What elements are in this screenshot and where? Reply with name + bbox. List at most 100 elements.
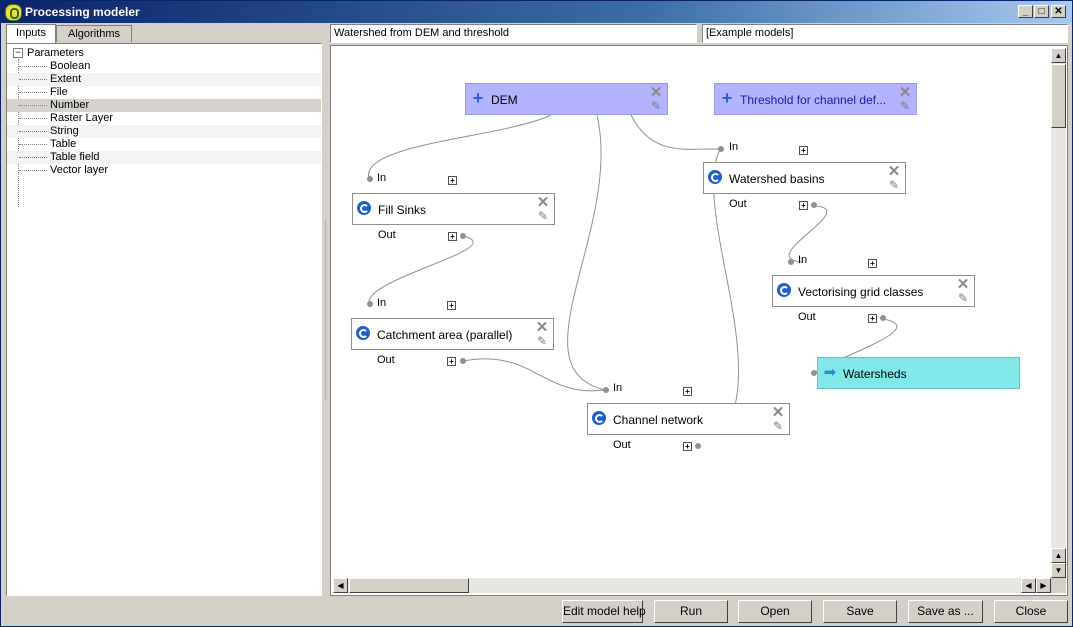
expand-inputs-icon[interactable]: + [868,259,877,268]
tab-algorithms[interactable]: Algorithms [56,25,132,42]
save-as-button[interactable]: Save as ... [908,600,983,623]
node-fill-sinks[interactable]: Fill Sinks ✕ ✎ [352,193,555,225]
node-label: Vectorising grid classes [798,285,924,299]
scroll-down-icon[interactable]: ▼ [1051,563,1066,578]
output-port-dot[interactable] [460,233,466,239]
scroll-right-icon[interactable]: ▶ [1036,578,1051,593]
remove-node-icon[interactable]: ✕ [535,319,549,336]
run-button[interactable]: Run [654,600,728,623]
node-threshold[interactable]: + Threshold for channel def... ✕ ✎ [714,83,917,115]
output-port-dot[interactable] [880,315,886,321]
expand-outputs-icon[interactable]: + [447,357,456,366]
tree-item-file[interactable]: File [50,86,68,98]
horizontal-scroll-thumb[interactable] [349,578,469,593]
edit-pencil-icon[interactable]: ✎ [888,178,900,192]
port-out-label: Out [613,439,631,451]
input-port-dot[interactable] [718,146,724,152]
maximize-button[interactable]: □ [1034,5,1049,18]
expand-outputs-icon[interactable]: + [683,442,692,451]
vertical-scrollbar[interactable]: ▲ ▲ ▼ [1051,48,1066,578]
open-button[interactable]: Open [738,600,812,623]
tab-inputs[interactable]: Inputs [6,24,56,43]
model-canvas[interactable]: + DEM ✕ ✎ + Threshold for channel def...… [333,48,1051,578]
close-window-button[interactable]: ✕ [1051,5,1066,18]
node-catchment-area[interactable]: Catchment area (parallel) ✕ ✎ [351,318,554,350]
save-button[interactable]: Save [823,600,897,623]
edit-pencil-icon[interactable]: ✎ [899,99,911,113]
port-in-label: In [729,141,739,153]
tree-root-label: Parameters [27,47,84,59]
edit-pencil-icon[interactable]: ✎ [536,334,548,348]
tree-item-string[interactable]: String [7,125,321,138]
tree-branch-line [19,157,47,158]
input-port-dot[interactable] [788,259,794,265]
tree-item-vector-layer[interactable]: Vector layer [50,164,109,176]
expand-inputs-icon[interactable]: + [447,301,456,310]
remove-node-icon[interactable]: ✕ [536,194,550,211]
expand-inputs-icon[interactable]: + [683,387,692,396]
remove-node-icon[interactable]: ✕ [649,84,663,101]
tree-branch-line [19,92,47,93]
scroll-up-icon[interactable]: ▲ [1051,48,1066,63]
expand-outputs-icon[interactable]: + [868,314,877,323]
tree-branch-line [19,105,47,106]
collapse-icon[interactable]: − [13,48,23,59]
tree-item-table[interactable]: Table [50,138,77,150]
node-watershed-basins[interactable]: Watershed basins ✕ ✎ [703,162,906,194]
output-port-dot[interactable] [695,443,701,449]
node-label: Channel network [613,413,704,427]
node-vectorising-grid-classes[interactable]: Vectorising grid classes ✕ ✎ [772,275,975,307]
expand-inputs-icon[interactable]: + [799,146,808,155]
minimize-button[interactable]: _ [1018,5,1033,18]
scroll-left-icon[interactable]: ◀ [333,578,348,593]
input-port-dot[interactable] [367,301,373,307]
tree-item-extent[interactable]: Extent [7,73,321,86]
remove-node-icon[interactable]: ✕ [956,276,970,293]
model-canvas-frame: + DEM ✕ ✎ + Threshold for channel def...… [330,45,1068,596]
window-title: Processing modeler [25,5,140,19]
node-watersheds-output[interactable]: ➡ Watersheds [817,357,1020,389]
node-label: Watersheds [843,367,907,381]
expand-outputs-icon[interactable]: + [448,232,457,241]
node-label: Threshold for channel def... [740,93,887,107]
tree-root-parameters[interactable]: −Parameters [13,47,84,60]
input-port-dot[interactable] [603,387,609,393]
input-port-dot[interactable] [811,370,817,376]
port-out-label: Out [377,354,395,366]
remove-node-icon[interactable]: ✕ [898,84,912,101]
horizontal-scrollbar[interactable]: ◀ ◀ ▶ [333,578,1051,593]
expand-outputs-icon[interactable]: + [799,201,808,210]
connection-lines [368,114,898,425]
node-channel-network[interactable]: Channel network ✕ ✎ [587,403,790,435]
remove-node-icon[interactable]: ✕ [771,404,785,421]
vertical-scroll-thumb[interactable] [1051,64,1066,128]
scroll-down-small-icon[interactable]: ▲ [1051,548,1066,563]
tree-branch-line [19,79,47,80]
scroll-left-small-icon[interactable]: ◀ [1021,578,1036,593]
port-in-label: In [613,382,623,394]
remove-node-icon[interactable]: ✕ [887,163,901,180]
output-port-dot[interactable] [811,202,817,208]
tree-item-table-field[interactable]: Table field [7,151,321,164]
edit-pencil-icon[interactable]: ✎ [650,99,662,113]
tree-item-number[interactable]: Number [7,99,321,112]
qgis-logo-icon [5,4,22,21]
input-port-dot[interactable] [367,176,373,182]
node-dem[interactable]: + DEM ✕ ✎ [465,83,668,115]
saga-algorithm-icon [356,326,370,340]
model-group-input[interactable]: [Example models] [702,24,1068,43]
edit-pencil-icon[interactable]: ✎ [537,209,549,223]
tree-item-boolean[interactable]: Boolean [50,60,91,72]
output-port-dot[interactable] [460,358,466,364]
panel-splitter-handle[interactable] [325,220,329,400]
close-button[interactable]: Close [994,600,1068,623]
edit-pencil-icon[interactable]: ✎ [957,291,969,305]
model-name-input[interactable]: Watershed from DEM and threshold [330,24,697,43]
title-bar[interactable]: Processing modeler _ □ ✕ [1,1,1072,23]
expand-inputs-icon[interactable]: + [448,176,457,185]
tree-branch-line [19,144,47,145]
edit-model-help-button[interactable]: Edit model help [562,600,646,623]
tree-item-raster-layer[interactable]: Raster Layer [50,112,113,124]
edit-pencil-icon[interactable]: ✎ [772,419,784,433]
saga-algorithm-icon [708,170,722,184]
